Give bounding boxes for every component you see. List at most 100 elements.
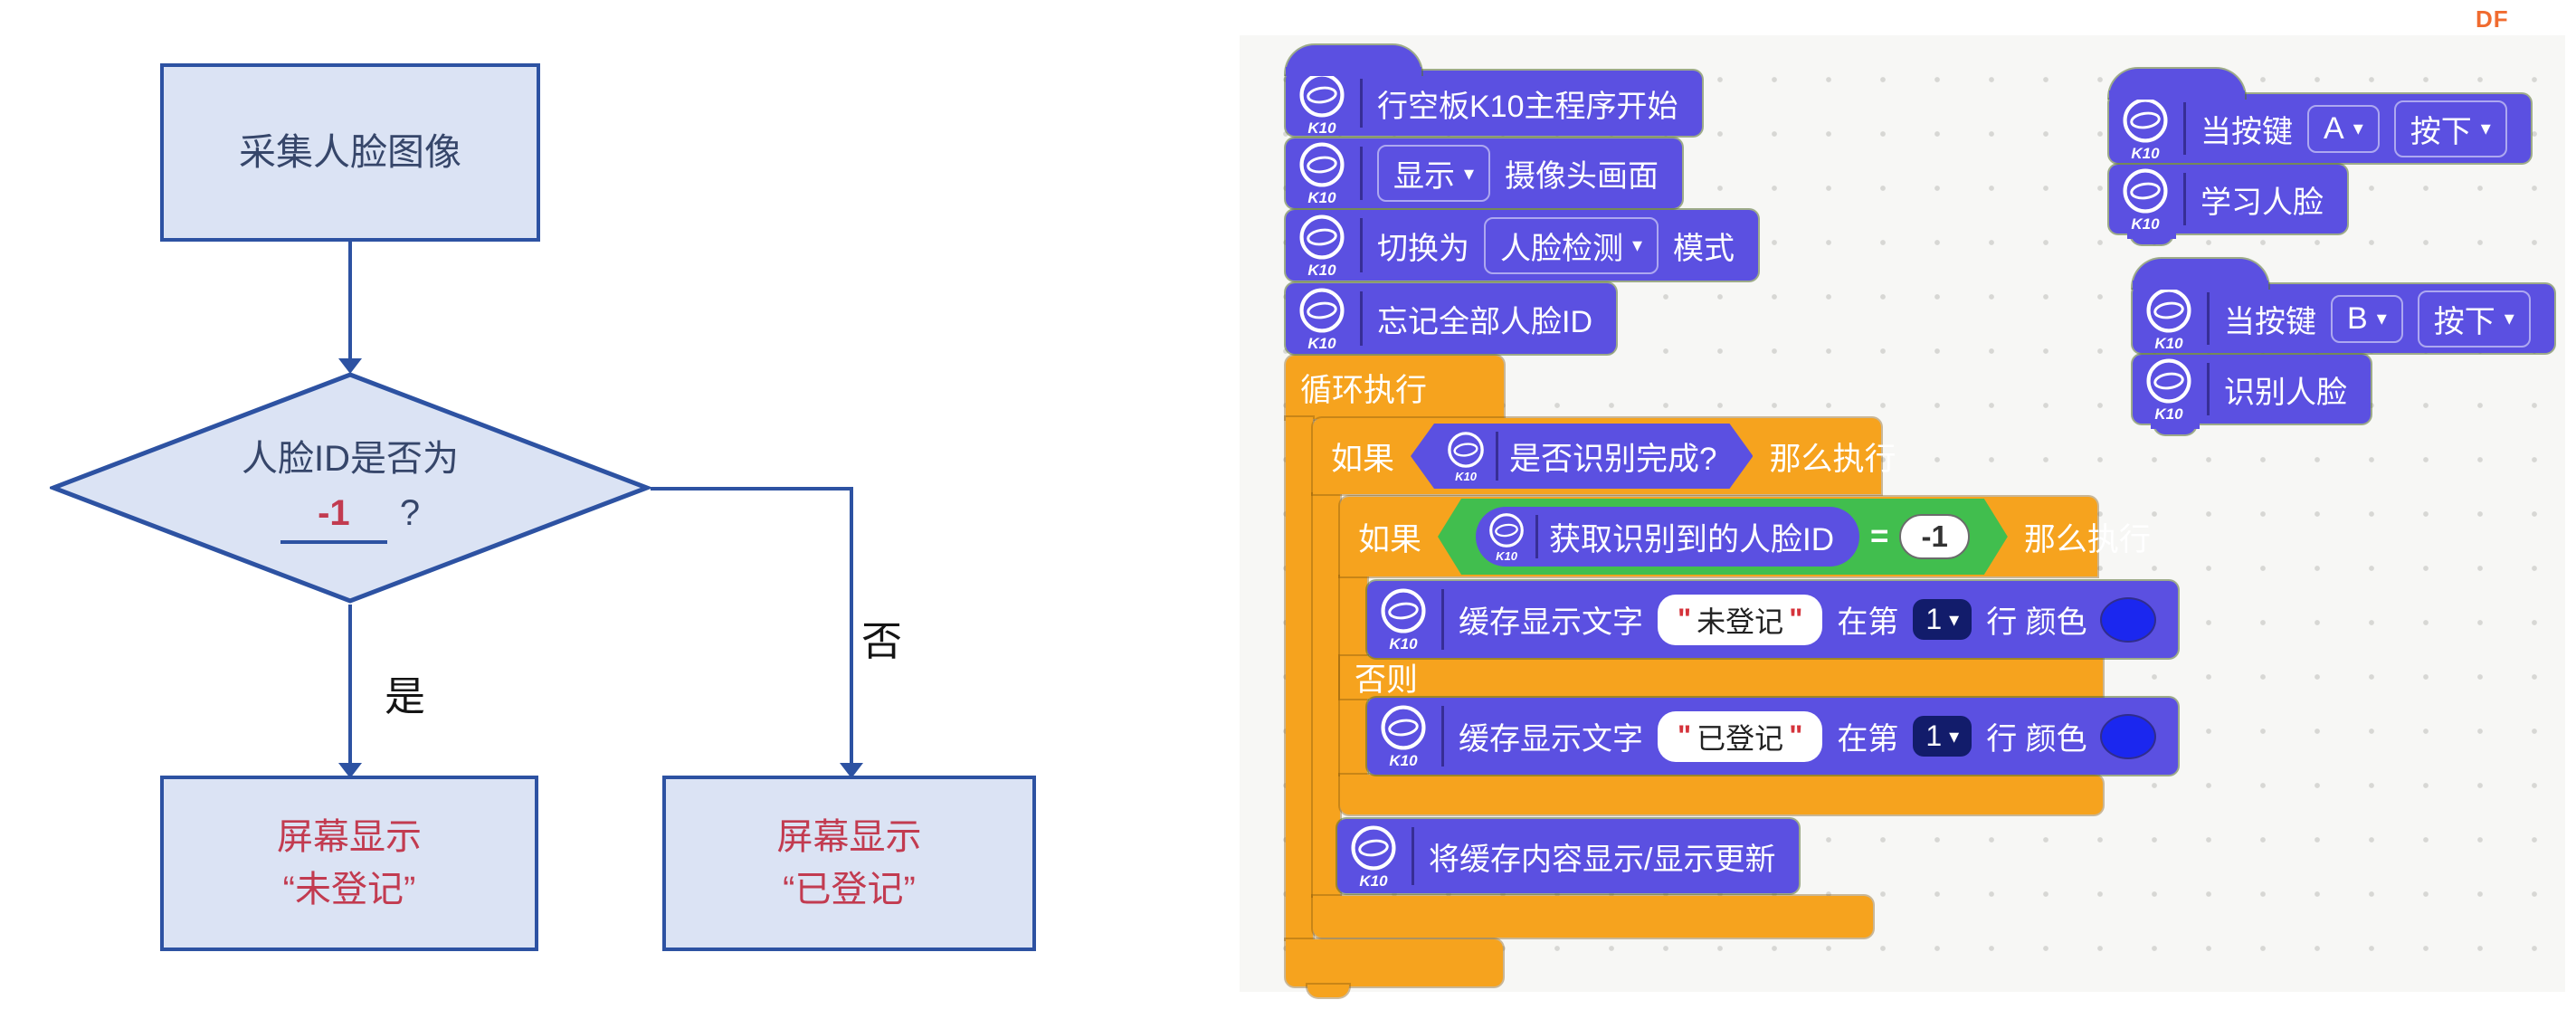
value-neg-one-input[interactable]: -1	[1899, 514, 1969, 559]
k10-badge-label: K10	[2131, 214, 2160, 233]
loop-block-left-wall[interactable]	[1286, 417, 1313, 939]
decision-line1: 人脸ID是否为	[242, 439, 459, 479]
k10-badge-label: K10	[2154, 334, 2183, 352]
line-color-label: 行 颜色	[1986, 722, 2087, 757]
text-input-value: 未登记	[1697, 605, 1784, 638]
decision-suffix: ?	[399, 493, 421, 533]
loop-block-footer[interactable]	[1286, 939, 1503, 997]
key-select-value: B	[2347, 300, 2368, 336]
camera-feed-label: 摄像头画面	[1505, 159, 1659, 194]
color-swatch-picker[interactable]	[2101, 715, 2154, 757]
when-key-label: 当按键	[2224, 304, 2316, 339]
connector-no-vertical	[850, 487, 853, 763]
press-state-dropdown[interactable]: 按下 ▾	[2393, 100, 2507, 157]
k10-badge: K10	[1380, 587, 1427, 652]
get-face-id-reporter-block[interactable]: K10 获取识别到的人脸ID	[1476, 507, 1859, 567]
switch-mode-block[interactable]: K10 切换为 人脸检测 ▾ 模式	[1286, 210, 1759, 281]
if-recognition-done-header[interactable]: 如果 K10 是否识别完成? 那么执行	[1313, 418, 1896, 494]
k10-badge: K10	[2122, 167, 2169, 232]
if2-footer[interactable]	[1340, 775, 2103, 814]
yes-label: 是	[385, 673, 426, 719]
press-state-dropdown[interactable]: 按下 ▾	[2417, 290, 2531, 348]
key-select-dropdown[interactable]: B ▾	[2331, 294, 2403, 343]
open-quote: "	[1678, 603, 1692, 635]
connector-start-to-decision	[348, 242, 352, 358]
flowchart-start-box: 采集人脸图像	[160, 63, 540, 242]
switch-prefix-label: 切换为	[1377, 231, 1469, 266]
cache-text-registered-block[interactable]: K10 缓存显示文字 " 已登记 " 在第 1 ▾ 行 颜色	[1367, 698, 2178, 775]
if1-left-wall[interactable]	[1313, 494, 1340, 896]
k10-badge: K10	[1298, 141, 1345, 205]
arrowhead-to-decision	[338, 358, 362, 374]
at-line-label: 在第	[1837, 722, 1899, 757]
decision-diamond	[46, 371, 654, 605]
decision-value: -1	[280, 486, 387, 544]
k10-badge-label: K10	[1496, 548, 1517, 563]
chevron-down-icon: ▾	[1949, 724, 1960, 748]
k10-badge: K10	[2145, 357, 2192, 422]
show-camera-feed-block[interactable]: K10 显示 ▾ 摄像头画面	[1286, 138, 1683, 208]
if1-footer[interactable]	[1313, 896, 1873, 938]
when-key-a-pressed-hat-block[interactable]: K10 当按键 A ▾ 按下 ▾	[2109, 69, 2531, 163]
decision-text: 人脸ID是否为 -1?	[50, 371, 651, 605]
text-input-registered[interactable]: " 已登记 "	[1658, 710, 1823, 762]
block-separator	[2207, 292, 2210, 345]
cache-text-prefix: 缓存显示文字	[1459, 605, 1643, 640]
show-hide-dropdown[interactable]: 显示 ▾	[1377, 145, 1491, 202]
k10-badge-label: K10	[1307, 334, 1336, 352]
block-separator	[2183, 102, 2186, 155]
else-band[interactable]: 否则	[1340, 656, 2103, 699]
k10-badge: K10	[1298, 287, 1345, 351]
block-separator	[1496, 432, 1498, 481]
loop-block-header[interactable]: 循环执行	[1286, 356, 1504, 419]
key-select-dropdown[interactable]: A ▾	[2307, 104, 2380, 153]
block-separator	[2207, 363, 2210, 415]
equals-operator-block[interactable]: K10 获取识别到的人脸ID = -1	[1438, 499, 2008, 575]
mode-suffix-label: 模式	[1673, 231, 1735, 266]
k10-badge: K10	[1488, 512, 1525, 562]
line-number-value: 1	[1925, 603, 1943, 635]
chevron-down-icon: ▾	[1632, 233, 1643, 256]
main-start-label: 行空板K10主程序开始	[1377, 89, 1678, 124]
k10-badge: K10	[1298, 214, 1345, 278]
open-quote: "	[1678, 719, 1692, 752]
is-recognition-done-boolean-block[interactable]: K10 是否识别完成?	[1411, 424, 1753, 489]
learn-face-block[interactable]: K10 学习人脸	[2109, 165, 2347, 244]
k10-badge-label: K10	[2154, 405, 2183, 423]
dfrobot-logo: DF	[2476, 5, 2509, 33]
if-face-id-equals-header[interactable]: 如果 K10 获取识别到的人脸ID = -1 那么执行	[1340, 497, 2151, 576]
k10-badge-label: K10	[1359, 871, 1388, 890]
when-key-label: 当按键	[2201, 114, 2293, 149]
when-key-b-pressed-hat-block[interactable]: K10 当按键 B ▾ 按下 ▾	[2133, 259, 2554, 353]
block-separator	[1360, 79, 1363, 128]
start-box-label: 采集人脸图像	[239, 130, 461, 173]
k10-badge-label: K10	[1307, 189, 1336, 206]
refresh-display-block[interactable]: K10 将缓存内容显示/显示更新	[1337, 819, 1800, 893]
reg-line1: 屏幕显示	[776, 817, 922, 857]
mode-dropdown[interactable]: 人脸检测 ▾	[1484, 216, 1659, 274]
connector-yes	[348, 605, 352, 763]
forget-all-face-id-block[interactable]: K10 忘记全部人脸ID	[1286, 283, 1616, 354]
cache-text-unregistered-block[interactable]: K10 缓存显示文字 " 未登记 " 在第 1 ▾ 行 颜色	[1367, 581, 2178, 658]
chevron-down-icon: ▾	[1949, 607, 1960, 631]
k10-main-program-start-hat-block[interactable]: K10 行空板K10主程序开始	[1286, 45, 1702, 136]
get-face-id-label: 获取识别到的人脸ID	[1549, 521, 1835, 557]
line-number-dropdown[interactable]: 1 ▾	[1913, 599, 1972, 640]
line-number-value: 1	[1925, 719, 1943, 752]
learn-face-label: 学习人脸	[2201, 185, 2324, 220]
key-select-value: A	[2324, 110, 2344, 146]
k10-badge: K10	[1447, 431, 1485, 482]
k10-badge-label: K10	[1389, 752, 1418, 769]
chevron-down-icon: ▾	[2353, 117, 2363, 139]
block-separator	[1360, 147, 1363, 200]
line-number-dropdown[interactable]: 1 ▾	[1913, 716, 1972, 757]
mode-dropdown-value: 人脸检测	[1500, 231, 1623, 266]
recognize-face-block[interactable]: K10 识别人脸	[2133, 355, 2371, 434]
text-input-value: 已登记	[1697, 721, 1784, 755]
block-separator	[1412, 827, 1414, 885]
color-swatch-picker[interactable]	[2101, 598, 2154, 641]
text-input-unregistered[interactable]: " 未登记 "	[1658, 594, 1823, 645]
block-separator	[1441, 589, 1444, 650]
k10-badge: K10	[1298, 71, 1345, 136]
